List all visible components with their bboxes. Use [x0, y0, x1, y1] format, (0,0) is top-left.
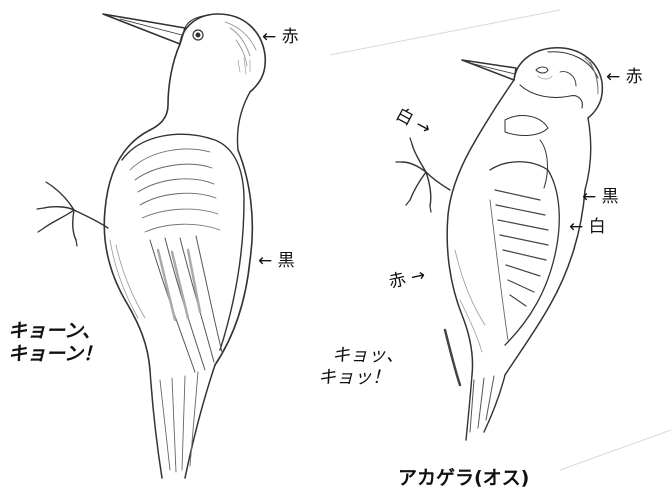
- call-left-line1: キョーン、: [8, 320, 101, 342]
- left-woodpecker: [36, 13, 267, 479]
- label-right-black: ← 黒: [582, 187, 619, 207]
- call-left-line2: キョーン！: [8, 342, 103, 365]
- right-woodpecker: [395, 47, 604, 441]
- call-right-line1: キョッ、: [332, 345, 404, 366]
- species-caption: アカゲラ(オス): [398, 467, 530, 489]
- label-right-white: ← 白: [569, 217, 606, 237]
- call-left: キョーン、 キョーン！: [8, 320, 102, 366]
- label-right-red-head: ← 赤: [606, 67, 643, 87]
- label-left-black-back: ← 黒: [258, 251, 295, 271]
- call-right: キョッ、 キョッ！: [318, 345, 404, 388]
- call-right-line2: キョッ！: [318, 366, 390, 388]
- label-left-red-crown: ← 赤: [262, 27, 299, 47]
